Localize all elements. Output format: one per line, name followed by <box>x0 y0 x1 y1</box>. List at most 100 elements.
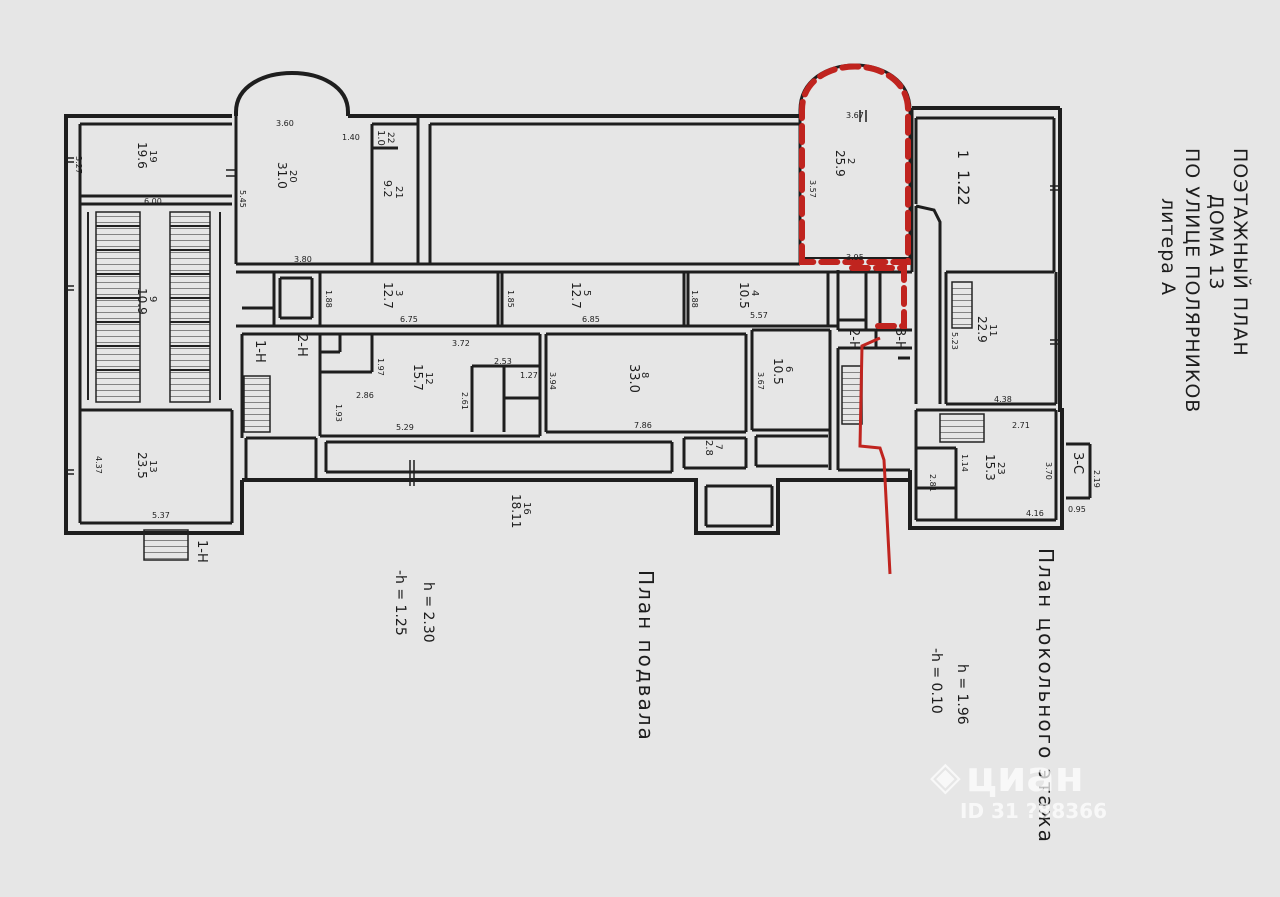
dim-17: 3.67 <box>756 372 765 390</box>
room-20-area: 31.0 <box>275 162 289 189</box>
title-line-3: ПО УЛИЦЕ ПОЛЯРНИКОВ <box>1181 148 1203 414</box>
title-line-2: ДОМА 13 <box>1205 194 1227 291</box>
room-6-no: 6 <box>783 366 794 372</box>
room-7-area: 2.8 <box>703 440 714 456</box>
dim-19: 5.29 <box>396 423 414 432</box>
room-4-no: 4 <box>749 290 760 296</box>
outer-walls <box>64 106 1064 535</box>
watermark-brand: циан <box>965 752 1084 801</box>
dim-35: 2.53 <box>494 357 512 366</box>
room-11-area: 22.9 <box>975 316 989 343</box>
basement-h: h = 2.30 <box>420 582 436 643</box>
dim-15: 3.72 <box>452 339 470 348</box>
room-11-no: 11 <box>987 324 998 337</box>
room-21-no: 21 <box>393 186 404 199</box>
dim-11: 3.27 <box>74 156 83 174</box>
title-line-1: ПОЭТАЖНЫЙ ПЛАН <box>1229 148 1251 357</box>
entrance-1n-top: 1-Н <box>252 340 267 363</box>
dim-22: 1.93 <box>334 404 343 422</box>
entrance-2n-left: 2-Н <box>294 334 309 357</box>
dim-16: 3.94 <box>548 372 557 390</box>
room-3-no: 3 <box>393 290 404 296</box>
room-12-area: 15.7 <box>411 364 425 391</box>
entrance-2n-right: 2-Н <box>846 328 861 351</box>
entrance-3c: 3-С <box>1070 452 1085 474</box>
dim-12: 6.75 <box>400 315 418 324</box>
room-21-area: 9.2 <box>381 180 394 198</box>
room-7-no: 7 <box>713 444 723 450</box>
window-marks <box>64 110 1062 486</box>
dim-9: 5.37 <box>152 511 170 520</box>
dim-30: 2.81 <box>928 474 937 492</box>
room-13-no: 13 <box>147 460 158 473</box>
dim-29: 1.14 <box>960 454 969 472</box>
cian-logo-icon: ◈ <box>930 753 961 800</box>
room-5-area: 12.7 <box>569 282 583 309</box>
room-1-area: 1.22 <box>954 170 973 206</box>
arch-room-20 <box>234 71 350 116</box>
room-20-no: 20 <box>287 170 298 183</box>
dim-23: 4.38 <box>994 395 1012 404</box>
room-23-area: 15.3 <box>983 454 997 481</box>
dimension-labels: 3.60 1.40 3.67 5.45 3.57 3.80 3.95 6.00 … <box>74 111 1101 520</box>
dim-21: 1.97 <box>376 358 385 376</box>
room-22-area: 1.0 <box>375 130 386 146</box>
title-block: ПОЭТАЖНЫЙ ПЛАН ДОМА 13 ПО УЛИЦЕ ПОЛЯРНИК… <box>1156 148 1252 413</box>
dim-33: 1.85 <box>506 290 515 308</box>
dim-28: 2.19 <box>1092 470 1101 488</box>
entrance-3n: 3-Н <box>892 328 907 351</box>
room-9-area: 10.9 <box>135 288 149 315</box>
room-19-no: 19 <box>147 150 158 163</box>
room-3-area: 12.7 <box>381 282 395 309</box>
dim-18: 7.86 <box>634 421 652 430</box>
dim-34: 1.88 <box>690 290 699 308</box>
dim-32: 1.88 <box>324 290 333 308</box>
ground-floor-h: h = 1.96 <box>954 664 970 725</box>
watermark-id: ID 31 ?88366 <box>960 799 1107 823</box>
dim-4: 5.45 <box>238 190 247 208</box>
room-13-area: 23.5 <box>135 452 149 479</box>
dim-36: 1.27 <box>520 371 538 380</box>
room-2-area: 25.9 <box>833 150 847 177</box>
dim-31: 5.23 <box>950 332 959 350</box>
room-2-no: 2 <box>845 158 856 164</box>
ground-floor-minus-h: -h = 0.10 <box>928 648 944 714</box>
dim-10: 4.37 <box>94 456 103 474</box>
room-16-area: 18.11 <box>509 494 523 528</box>
dim-1: 3.60 <box>276 119 294 128</box>
room-1-no: 1 <box>954 150 970 159</box>
dim-13: 6.85 <box>582 315 600 324</box>
watermark: ◈ циан ID 31 ?88366 <box>930 752 1107 823</box>
room-23-no: 23 <box>995 462 1006 475</box>
room-6-area: 10.5 <box>771 358 785 385</box>
basement-minus-h: -h = 1.25 <box>392 570 408 636</box>
dim-37: 2.61 <box>460 392 469 410</box>
room-16-no: 16 <box>521 502 532 515</box>
dim-7: 3.95 <box>846 253 864 262</box>
red-route-line <box>858 336 892 575</box>
room-9-no: 9 <box>147 296 158 302</box>
room-8-area: 33.0 <box>626 364 641 393</box>
dim-5: 3.57 <box>808 180 817 198</box>
red-marker <box>799 63 911 329</box>
dim-24: 2.71 <box>1012 421 1030 430</box>
title-line-4: литера А <box>1157 198 1179 296</box>
dim-26: 4.16 <box>1026 509 1044 518</box>
arch-room-2 <box>798 63 912 264</box>
entrance-labels: 1-Н 1-Н 2-Н 2-Н 3-Н 3-С <box>194 328 1085 563</box>
stair-dividers <box>87 212 221 400</box>
interior-walls <box>78 108 1092 528</box>
dim-20: 2.86 <box>356 391 374 400</box>
room-19-area: 19.6 <box>135 142 149 169</box>
basement-caption: План подвала <box>634 570 658 742</box>
room-5-no: 5 <box>581 290 592 296</box>
dim-25: 3.70 <box>1044 462 1053 480</box>
room-22-no: 22 <box>385 132 395 143</box>
dim-6: 3.80 <box>294 255 312 264</box>
dim-8: 6.00 <box>144 197 162 206</box>
dim-3: 3.67 <box>846 111 864 120</box>
dim-2: 1.40 <box>342 133 360 142</box>
